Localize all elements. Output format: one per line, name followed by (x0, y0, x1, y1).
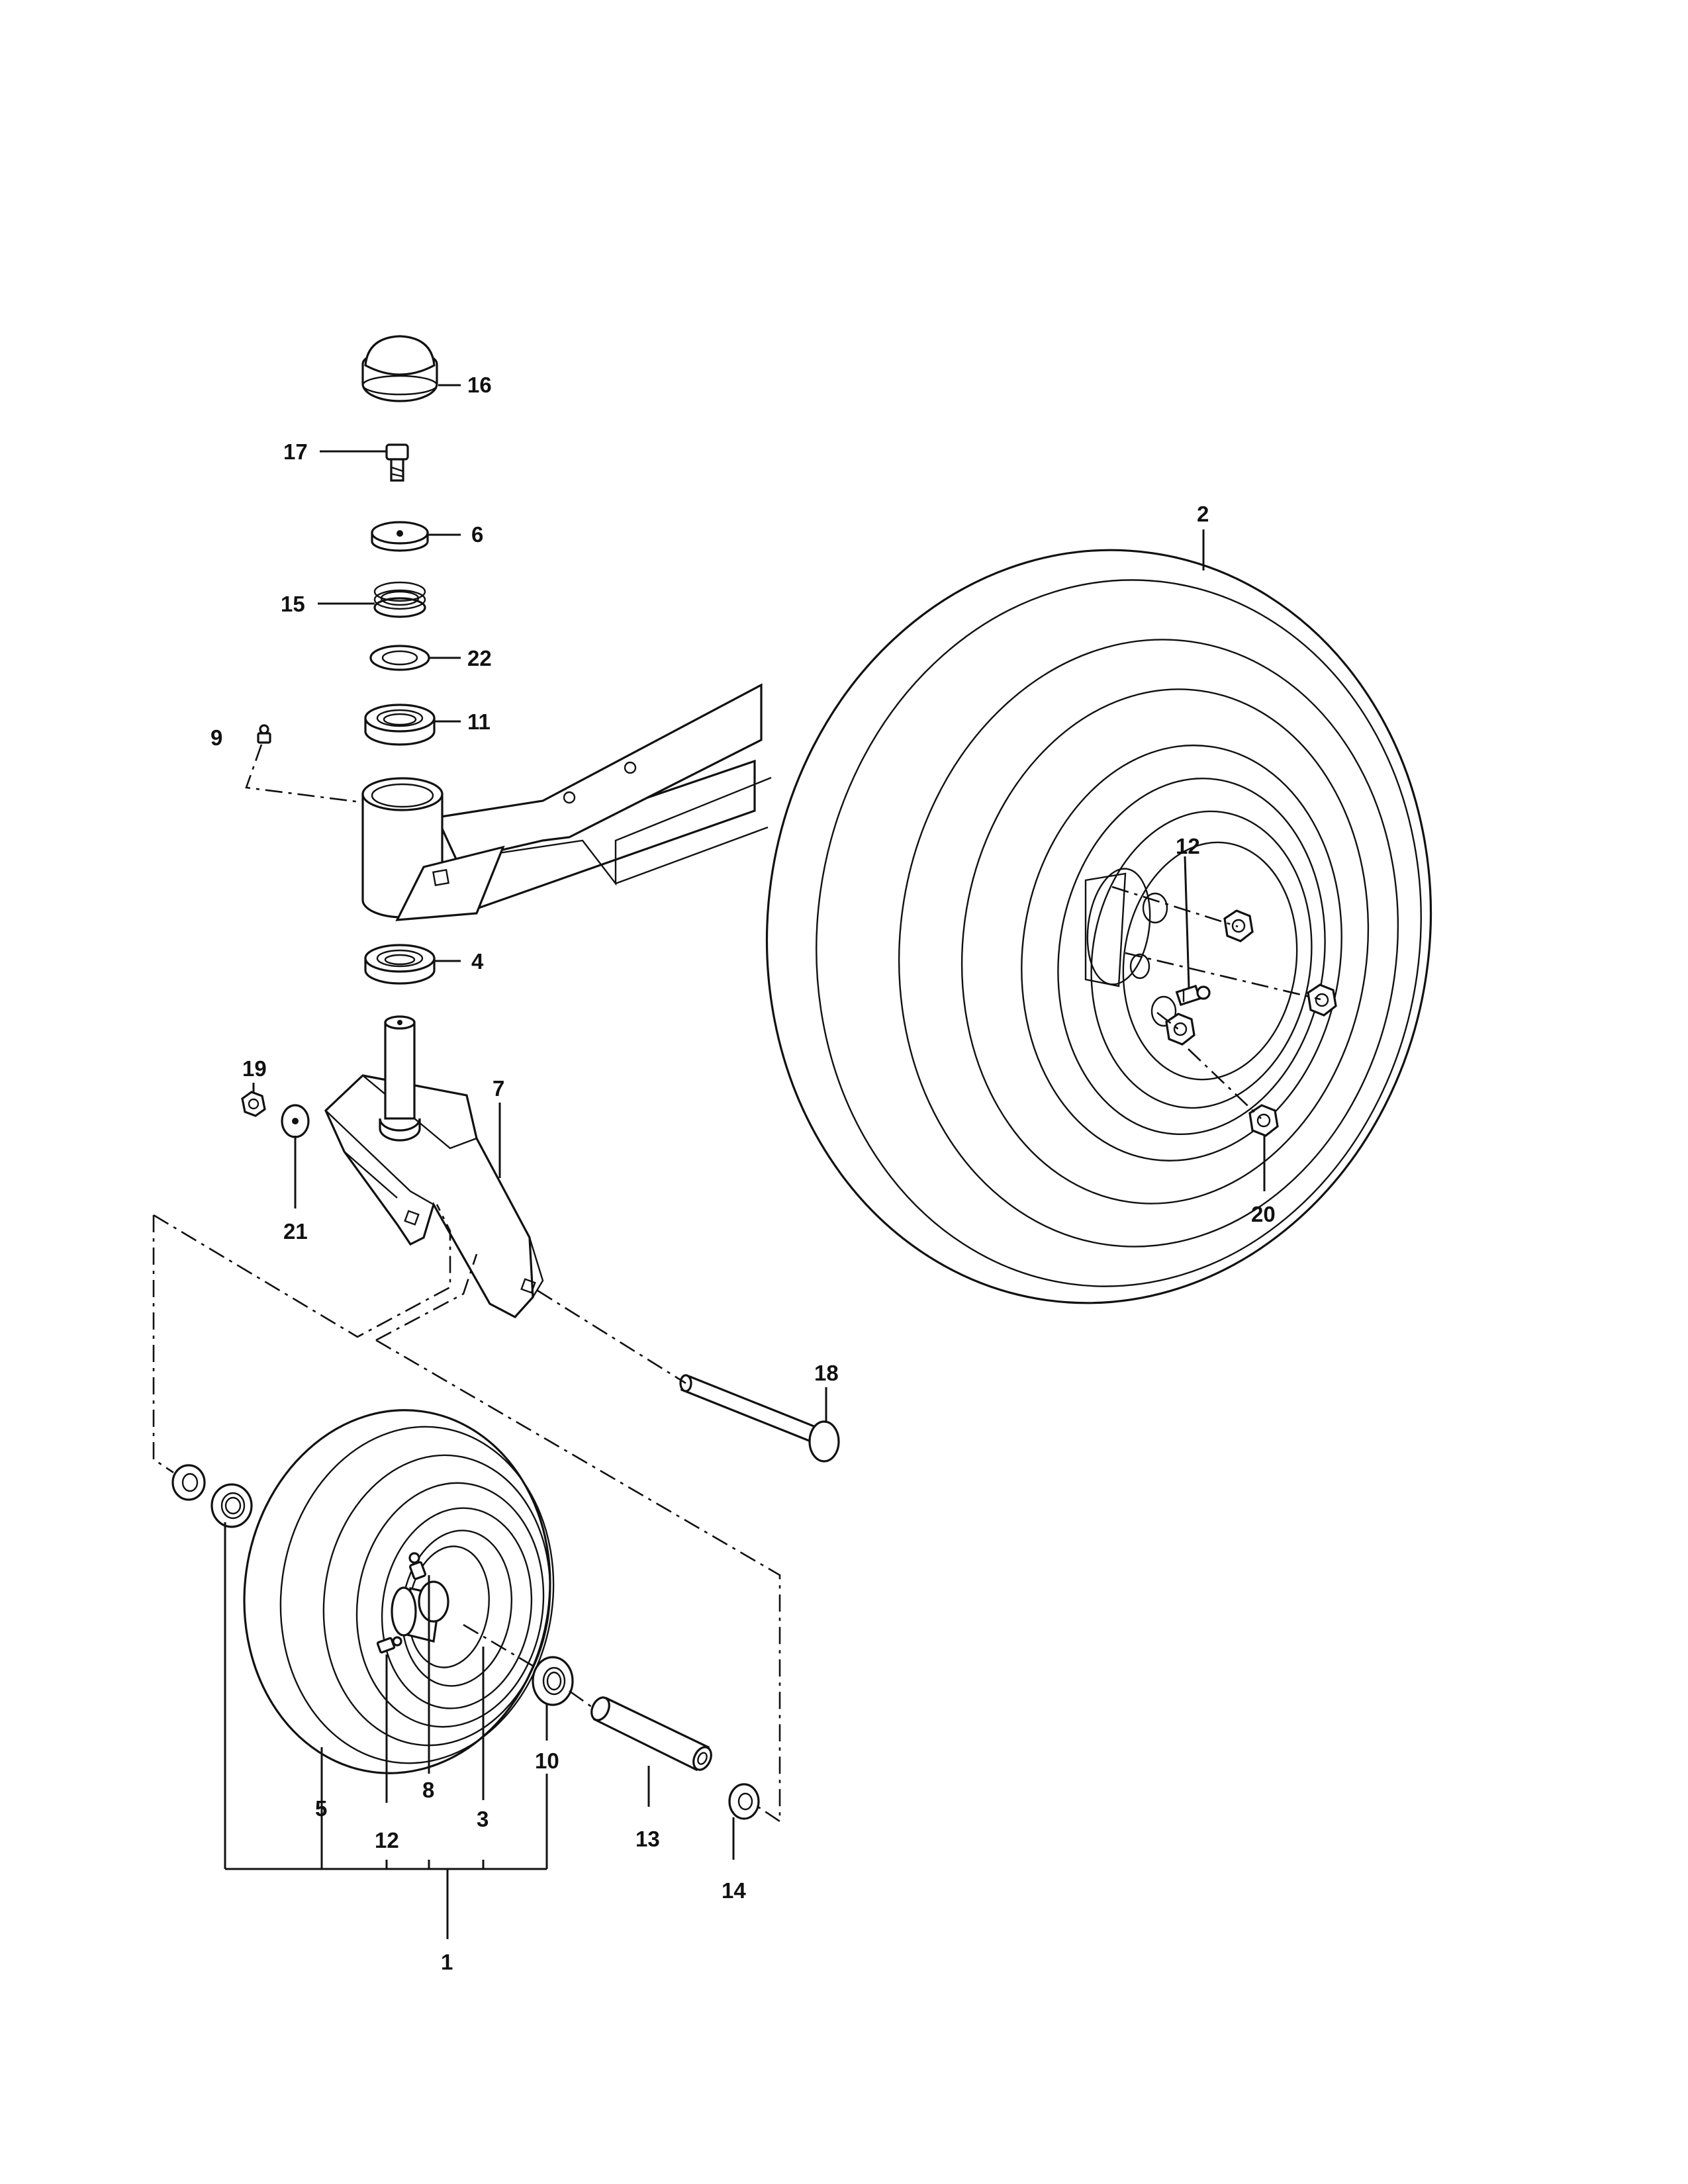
callout-labels: 16 17 6 15 22 11 9 4 19 7 21 2 12 20 18 … (211, 373, 1276, 1974)
fork-washer (281, 1104, 310, 1138)
lower-bearing (364, 944, 436, 985)
lug-nut (1165, 1013, 1196, 1046)
lug-nut (1223, 909, 1254, 942)
callout-3: 3 (477, 1807, 489, 1831)
lug-nut (1307, 983, 1337, 1017)
callout-9: 9 (211, 725, 222, 750)
caster-bearing-left (211, 1483, 253, 1528)
upper-bearing (364, 704, 436, 746)
coil-spring (373, 581, 426, 618)
rear-drive-wheel (765, 549, 1432, 1304)
callout-11: 11 (467, 709, 491, 734)
flat-washer (369, 645, 430, 671)
caster-seal-washers-left (171, 1464, 253, 1528)
lug-nut (1248, 1104, 1279, 1137)
callout-16: 16 (467, 373, 492, 397)
callout-5: 5 (315, 1796, 327, 1821)
callout-8: 8 (422, 1778, 434, 1802)
callout-4: 4 (471, 949, 484, 974)
callout-15: 15 (281, 592, 305, 616)
fitting-dash-line (245, 744, 361, 803)
axle-bolt-dash-line (537, 1289, 686, 1385)
fork-nut (241, 1091, 266, 1117)
axle-spacer-tube (590, 1696, 712, 1772)
seal-washer (171, 1464, 206, 1501)
grease-fitting-rear (1175, 984, 1211, 1007)
dust-cap (361, 335, 438, 402)
axle-bolt (679, 1374, 840, 1463)
caster-wheel (243, 1409, 555, 1774)
callout-13: 13 (635, 1827, 660, 1851)
grease-fitting-caster (376, 1636, 402, 1654)
callout-19: 19 (242, 1056, 267, 1081)
lug-nuts (1165, 909, 1337, 1137)
caster-bearing-right (532, 1656, 574, 1706)
callout-2: 2 (1197, 502, 1209, 526)
callout-12-rear: 12 (1176, 834, 1200, 858)
callout-10: 10 (535, 1749, 559, 1773)
callout-14: 14 (722, 1878, 746, 1903)
caster-fork (324, 1015, 544, 1318)
cap-bolt (385, 443, 409, 482)
rear-nut-alignment-lines (1111, 886, 1321, 1119)
leader-lines (224, 384, 1266, 1939)
callout-1: 1 (441, 1950, 453, 1974)
callout-12-front: 12 (375, 1828, 399, 1852)
assembly-phantom-lines (152, 1204, 781, 1823)
callout-17: 17 (283, 439, 308, 464)
callout-7: 7 (492, 1076, 504, 1101)
callout-6: 6 (471, 522, 483, 547)
grease-fitting-housing (257, 724, 271, 744)
callout-20: 20 (1251, 1202, 1276, 1226)
callout-21: 21 (283, 1219, 308, 1244)
retainer-washer (371, 521, 429, 552)
callout-22: 22 (467, 646, 492, 670)
end-seal-washer (728, 1783, 760, 1820)
callout-18: 18 (814, 1361, 839, 1385)
caster-housing (361, 777, 505, 921)
